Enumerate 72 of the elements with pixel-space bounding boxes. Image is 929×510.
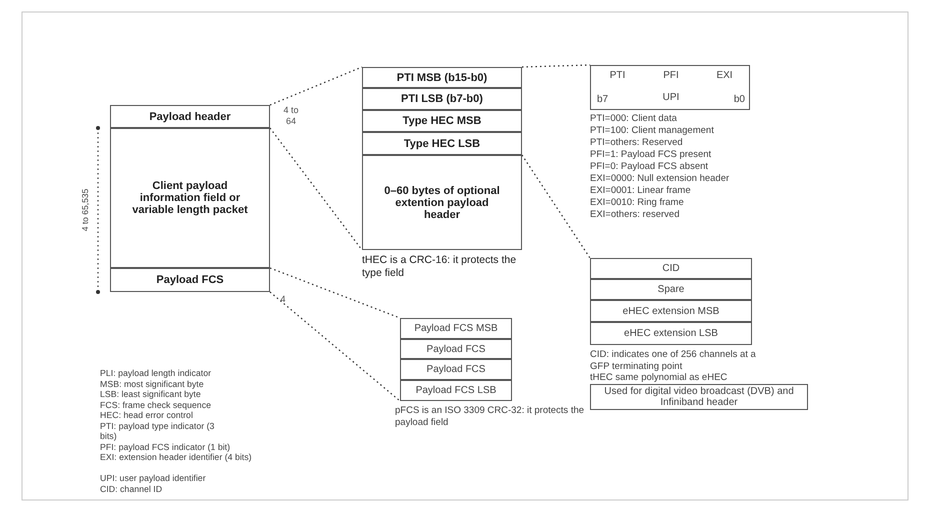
field-box	[590, 384, 808, 410]
byte-count: 4 to 64	[282, 105, 300, 127]
field-label: 0–60 bytes of optional extention payload header	[383, 184, 501, 220]
note-text: PTI=100: Client management	[590, 125, 715, 137]
field-label: CID	[662, 263, 680, 274]
field-label: Payload header	[149, 110, 231, 122]
field-label: PTI LSB (b7-b0)	[401, 93, 483, 105]
field-box	[590, 300, 752, 322]
note-text: EXI: extension header identifier (4 bits)	[100, 452, 253, 462]
field-label: eHEC extension LSB	[624, 328, 718, 339]
note-text: EXI=0000: Null extension header	[590, 173, 730, 185]
note-text: tHEC same polynomial as eHEC	[590, 372, 728, 384]
field-box	[362, 155, 522, 250]
field-label: Payload FCS	[156, 274, 224, 286]
table-cell-text: EXI	[715, 70, 734, 81]
byte-count: 4	[279, 294, 286, 305]
field-label: Type HEC LSB	[404, 138, 480, 150]
note-text: EXI=0010: Ring frame	[590, 197, 685, 209]
note-text: CID: channel ID	[100, 484, 164, 494]
field-box	[362, 110, 522, 132]
field-label: Type HEC MSB	[402, 115, 482, 127]
note-text: EXI=others: reserved	[590, 209, 681, 221]
field-label: Payload FCS	[426, 364, 486, 375]
field-box	[400, 318, 512, 339]
field-box	[400, 380, 512, 401]
field-box	[362, 67, 522, 88]
note-text: PTI: payload type indicator (3 bits)	[100, 420, 216, 442]
field-label: Payload FCS LSB	[416, 385, 496, 396]
dimension-label: 4 to 65,535	[80, 188, 92, 232]
expansion-line	[270, 292, 400, 402]
note-text: PTI=others: Reserved	[590, 137, 684, 149]
field-label: Client payload information field or variable length packet	[131, 180, 249, 216]
table-cell-text: PTI	[608, 70, 626, 81]
field-box	[362, 88, 522, 110]
note-text: HEC: head error control	[100, 410, 194, 420]
note-text: PFI: payload FCS indicator (1 bit)	[100, 442, 232, 452]
table-cell-text: UPI	[662, 92, 680, 103]
field-box	[110, 105, 270, 128]
field-box	[590, 279, 752, 300]
expansion-line	[522, 64, 590, 68]
field-box	[110, 268, 270, 292]
field-box	[590, 322, 752, 345]
field-label: PTI MSB (b15-b0)	[396, 72, 488, 84]
field-label: Payload FCS MSB	[414, 323, 498, 334]
note-text: pFCS is an ISO 3309 CRC-32: it protects the payload field	[395, 405, 586, 428]
expansion-line	[270, 128, 362, 250]
table-cell-text: PFI	[662, 70, 680, 81]
note-text: tHEC is a CRC-16: it protects the type field	[362, 254, 518, 280]
field-box	[400, 359, 512, 380]
note-text: PTI=000: Client data	[590, 113, 678, 125]
field-box	[362, 132, 522, 155]
field-label: Payload FCS	[426, 344, 486, 354]
field-label: Spare	[658, 284, 684, 295]
field-box	[590, 258, 752, 279]
bit-table	[590, 65, 750, 110]
expansion-line	[270, 267, 400, 319]
note-text: MSB: most significant byte	[100, 378, 205, 389]
field-box	[110, 128, 270, 268]
note-text: PLI: payload length indicator	[100, 368, 212, 378]
expansion-line	[270, 66, 362, 106]
note-text: EXI=0001: Linear frame	[590, 185, 692, 197]
note-text: PFI=1: Payload FCS present	[590, 149, 712, 161]
note-text: FCS: frame check sequence	[100, 400, 212, 410]
table-cell-text: b7	[597, 94, 610, 105]
note-text: UPI: user payload identifier	[100, 473, 207, 484]
note-text: LSB: least significant byte	[100, 389, 202, 400]
field-label: Used for digital video broadcast (DVB) and Infiniband header	[603, 386, 795, 408]
table-cell-text: b0	[732, 94, 745, 105]
expansion-line	[522, 154, 590, 258]
field-label: eHEC extension MSB	[622, 306, 720, 316]
field-box	[400, 339, 512, 359]
note-text: PFI=0: Payload FCS absent	[590, 161, 710, 173]
